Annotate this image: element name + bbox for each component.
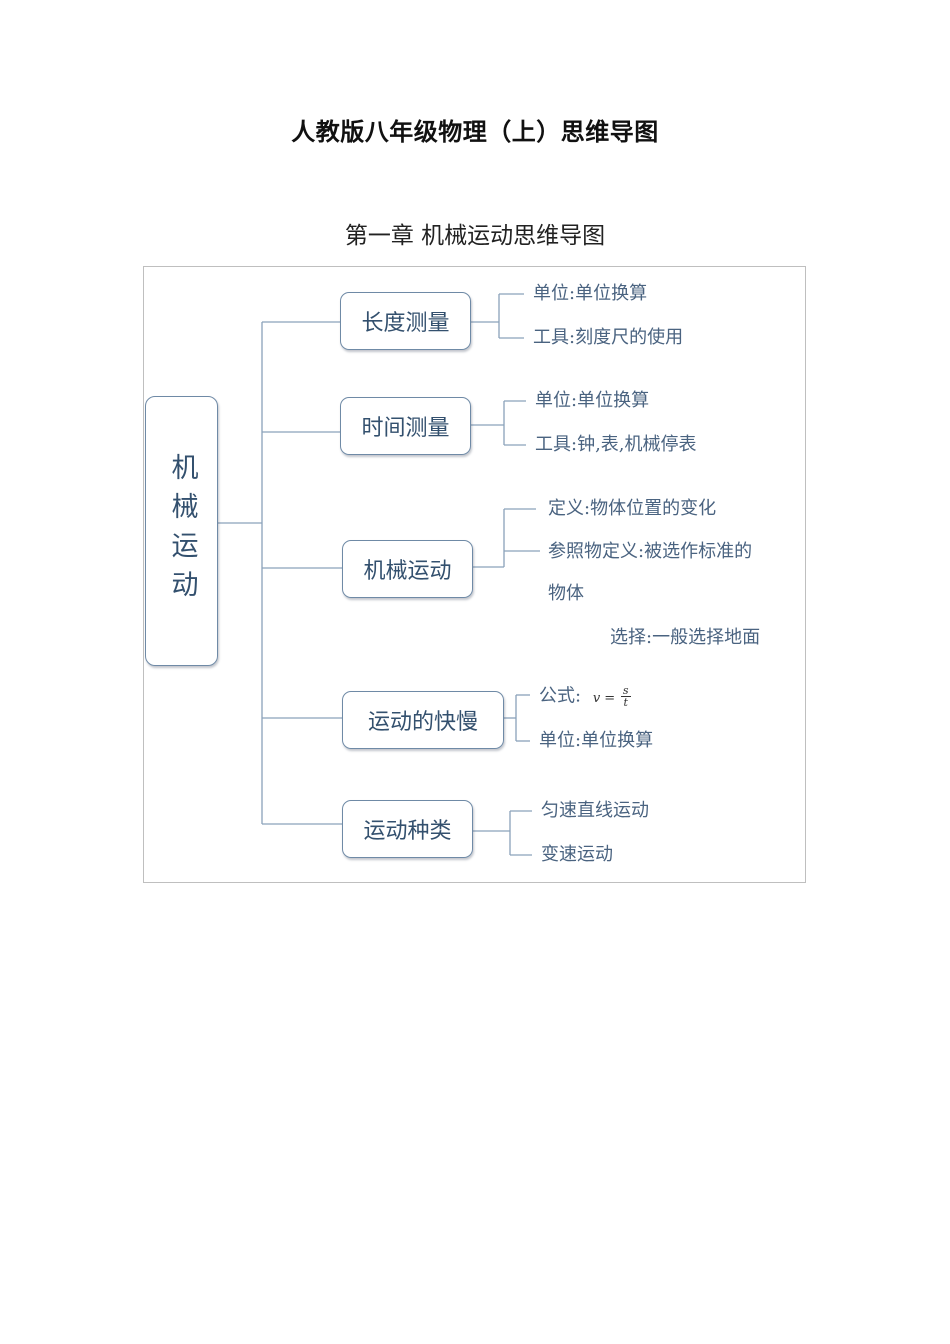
leaf-variable-motion: 变速运动 [541,844,613,865]
leaf-motion-definition: 定义:物体位置的变化 [548,498,717,519]
branch-label: 运动的快慢 [367,710,478,735]
branch-label: 时间测量 [361,416,450,441]
leaf-uniform-motion: 匀速直线运动 [541,800,649,821]
leaf-speed-unit: 单位:单位换算 [539,730,654,751]
leaf-speed-formula: 公式: v = s t [539,685,631,710]
chapter-title: 第一章 机械运动思维导图 [344,223,606,249]
root-node-label: 机械运动 [166,453,198,609]
leaf-motion-reference-def-cont: 物体 [548,583,584,604]
branch-node-time: 时间测量 [340,397,471,455]
formula-label: 公式: [539,685,582,707]
formula-fraction: s t [620,684,631,709]
root-node: 机械运动 [145,396,218,666]
mind-map-figure: 机械运动 长度测量 时间测量 机械运动 运动的快慢 运动种类 单位:单位换算 工… [143,266,806,883]
branch-label: 运动种类 [363,819,452,844]
leaf-time-tool: 工具:钟,表,机械停表 [535,434,697,455]
leaf-motion-reference-choice: 选择:一般选择地面 [610,627,761,648]
branch-node-motion: 机械运动 [342,540,473,598]
document-title: 人教版八年级物理（上）思维导图 [291,118,659,146]
branch-node-speed: 运动的快慢 [342,691,504,749]
leaf-time-unit: 单位:单位换算 [535,390,650,411]
leaf-motion-reference-def: 参照物定义:被选作标准的 [548,541,753,562]
connector-lines [218,293,540,856]
branch-label: 机械运动 [363,559,452,584]
formula-denominator: t [623,696,628,709]
branch-node-length: 长度测量 [340,292,471,350]
branch-node-motion-types: 运动种类 [342,800,473,858]
formula-lhs: v = [592,690,616,706]
leaf-length-tool: 工具:刻度尺的使用 [533,327,684,348]
leaf-length-unit: 单位:单位换算 [533,283,648,304]
branch-label: 长度测量 [361,311,450,336]
formula-numerator: s [620,684,631,697]
